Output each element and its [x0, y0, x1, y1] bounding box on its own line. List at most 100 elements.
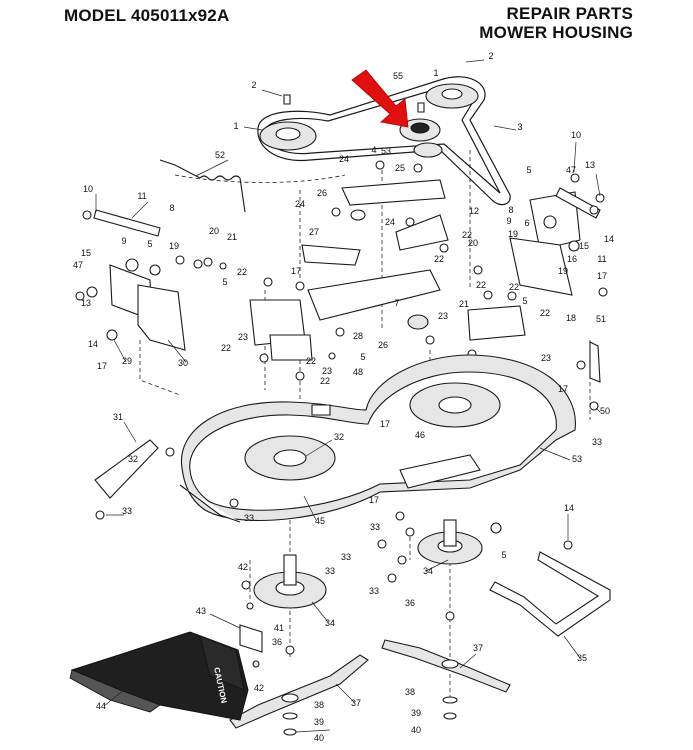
part-number-callout: 5 [147, 239, 152, 249]
part-number-callout: 33 [341, 552, 351, 562]
part-number-callout: 30 [178, 358, 188, 368]
part-number-callout: 53 [572, 454, 582, 464]
part-number-callout: 23 [238, 332, 248, 342]
part-number-callout: 22 [221, 343, 231, 353]
part-number-callout: 27 [309, 227, 319, 237]
part-number-callout: 6 [524, 218, 529, 228]
part-number-callout: 37 [473, 643, 483, 653]
part-number-callout: 33 [592, 437, 602, 447]
part-number-callout: 53 [381, 146, 391, 156]
part-number-callout: 33 [370, 522, 380, 532]
part-number-callout: 32 [128, 454, 138, 464]
part-number-callout: 55 [393, 71, 403, 81]
part-number-callout: 5 [526, 165, 531, 175]
part-number-callout: 48 [353, 367, 363, 377]
part-number-callout: 40 [411, 725, 421, 735]
part-number-callout: 41 [274, 623, 284, 633]
part-number-callout: 43 [196, 606, 206, 616]
part-number-callout: 33 [369, 586, 379, 596]
belt-and-pulleys [257, 76, 511, 206]
part-number-callout: 2 [488, 51, 493, 61]
part-number-callout: 21 [227, 232, 237, 242]
part-number-callout: 24 [385, 217, 395, 227]
left-bracket-assembly [75, 209, 227, 351]
part-number-callout: 39 [411, 708, 421, 718]
right-bracket-assembly [509, 173, 608, 411]
leader-lines [95, 59, 601, 733]
part-number-callout: 42 [254, 683, 264, 693]
part-number-callout: 13 [585, 160, 595, 170]
highlighted-pulley [410, 122, 430, 134]
part-number-callout: 37 [351, 698, 361, 708]
part-number-callout: 18 [566, 313, 576, 323]
part-number-callout: 5 [222, 277, 227, 287]
part-number-callout: 8 [169, 203, 174, 213]
part-number-callout: 52 [215, 150, 225, 160]
page-title-line-1: REPAIR PARTS [506, 4, 633, 23]
part-number-callout: 20 [209, 226, 219, 236]
part-number-callout: 11 [597, 254, 606, 264]
part-number-callout: 22 [540, 308, 550, 318]
part-number-callout: 12 [469, 206, 479, 216]
part-number-callout: 10 [571, 130, 581, 140]
part-number-callout: 2 [251, 80, 256, 90]
part-number-callout: 32 [334, 432, 344, 442]
part-number-callout: 47 [566, 165, 576, 175]
part-number-callout: 22 [462, 230, 472, 240]
part-number-callout: 8 [508, 205, 513, 215]
part-number-callout: 14 [88, 339, 98, 349]
part-number-callout: 33 [122, 506, 132, 516]
part-number-callout: 16 [567, 254, 577, 264]
part-number-callout: 15 [81, 248, 91, 258]
pointer-arrow [351, 69, 409, 128]
part-number-callout: 28 [353, 331, 363, 341]
center-linkage-parts [249, 160, 526, 381]
part-number-callout: 13 [81, 298, 91, 308]
mower-blades [229, 639, 511, 736]
part-number-callout: 9 [506, 216, 511, 226]
part-number-callout: 24 [339, 154, 349, 164]
part-number-callout: 24 [295, 199, 305, 209]
part-number-callout: 3 [517, 122, 522, 132]
part-number-callout: 40 [314, 733, 324, 743]
part-number-callout: 9 [121, 236, 126, 246]
part-number-callout: 5 [501, 550, 506, 560]
part-number-callout: 1 [233, 121, 238, 131]
part-number-callout: 11 [137, 191, 146, 201]
part-number-callout: 34 [423, 566, 433, 576]
part-number-callout: 36 [405, 598, 415, 608]
part-number-callout: 5 [360, 352, 365, 362]
part-number-callout: 39 [314, 717, 324, 727]
part-number-callout: 25 [395, 163, 405, 173]
discharge-chute: CAUTION [69, 602, 263, 721]
part-number-callout: 14 [564, 503, 574, 513]
part-number-callout: 34 [325, 618, 335, 628]
part-number-callout: 17 [97, 361, 107, 371]
stabilizer-bar [489, 540, 611, 637]
page-title-line-2: MOWER HOUSING [479, 23, 633, 42]
part-number-callout: 38 [405, 687, 415, 697]
part-number-callout: 17 [291, 266, 301, 276]
part-number-callout: 47 [73, 260, 83, 270]
part-number-callout: 17 [369, 495, 379, 505]
part-number-callout: 14 [604, 234, 614, 244]
part-number-callout: 26 [378, 340, 388, 350]
part-number-callout: 35 [577, 653, 587, 663]
tension-spring [159, 159, 246, 213]
part-number-callout: 33 [325, 566, 335, 576]
part-number-callout: 17 [558, 384, 568, 394]
left-deflector [94, 439, 405, 521]
part-number-callout: 23 [541, 353, 551, 363]
part-number-callout: 38 [314, 700, 324, 710]
part-number-callout: 26 [317, 188, 327, 198]
part-number-callout: 10 [83, 184, 93, 194]
part-number-callout: 19 [169, 241, 179, 251]
part-number-callout: 4 [371, 145, 376, 155]
part-number-callout: 50 [600, 406, 610, 416]
part-number-callout: 22 [434, 254, 444, 264]
part-number-callout: 23 [438, 311, 448, 321]
part-number-callout: 22 [306, 356, 316, 366]
part-number-callout: 19 [508, 229, 518, 239]
